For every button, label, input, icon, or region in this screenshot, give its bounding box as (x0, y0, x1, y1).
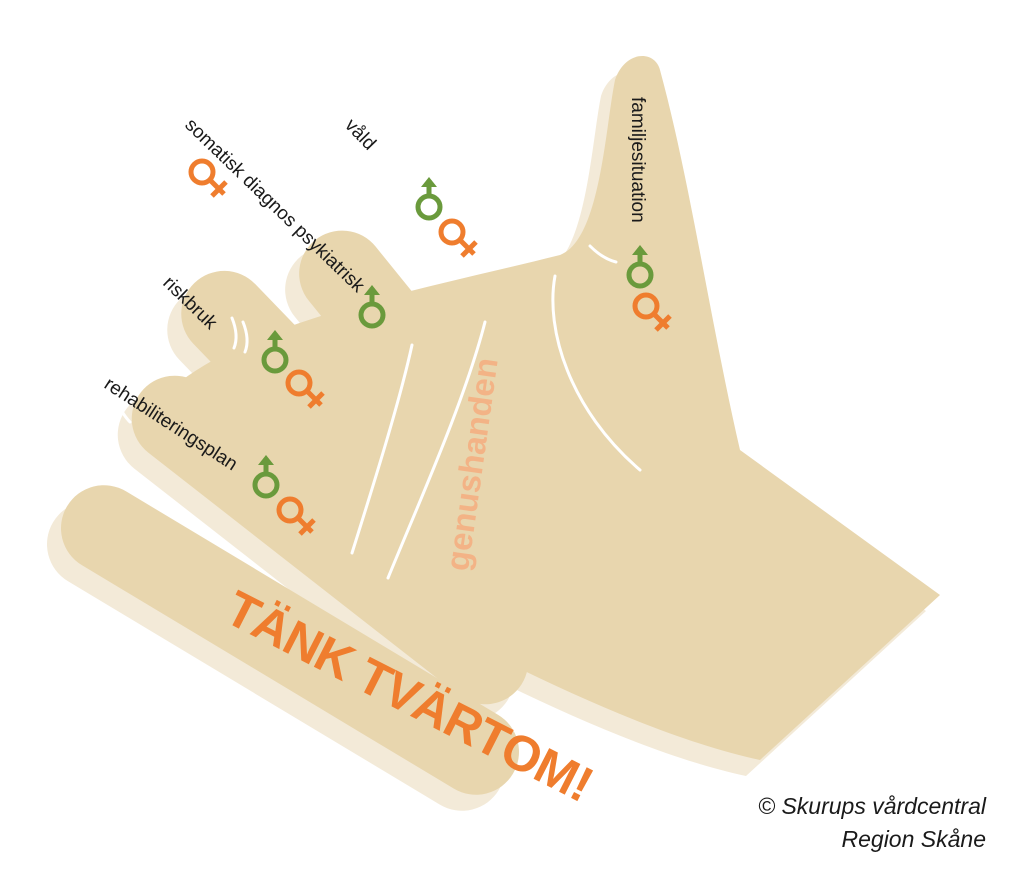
hand (60, 56, 940, 795)
copyright-line-1: © Skurups vårdcentral (758, 793, 986, 819)
finger-little (60, 485, 520, 795)
copyright: © Skurups vårdcentral Region Skåne (758, 790, 986, 856)
hand-creases (116, 73, 642, 580)
male-icon (418, 177, 440, 218)
palm (170, 56, 940, 761)
copyright-line-2: Region Skåne (841, 826, 987, 852)
female-icon (441, 221, 476, 256)
finger-label-vald: våld (340, 115, 379, 155)
finger-label-familjesituation: familjesituation (627, 97, 648, 223)
finger-label-somatisk-diagnos-psykiatrisk: somatisk diagnos psykiatrisk (181, 114, 369, 297)
